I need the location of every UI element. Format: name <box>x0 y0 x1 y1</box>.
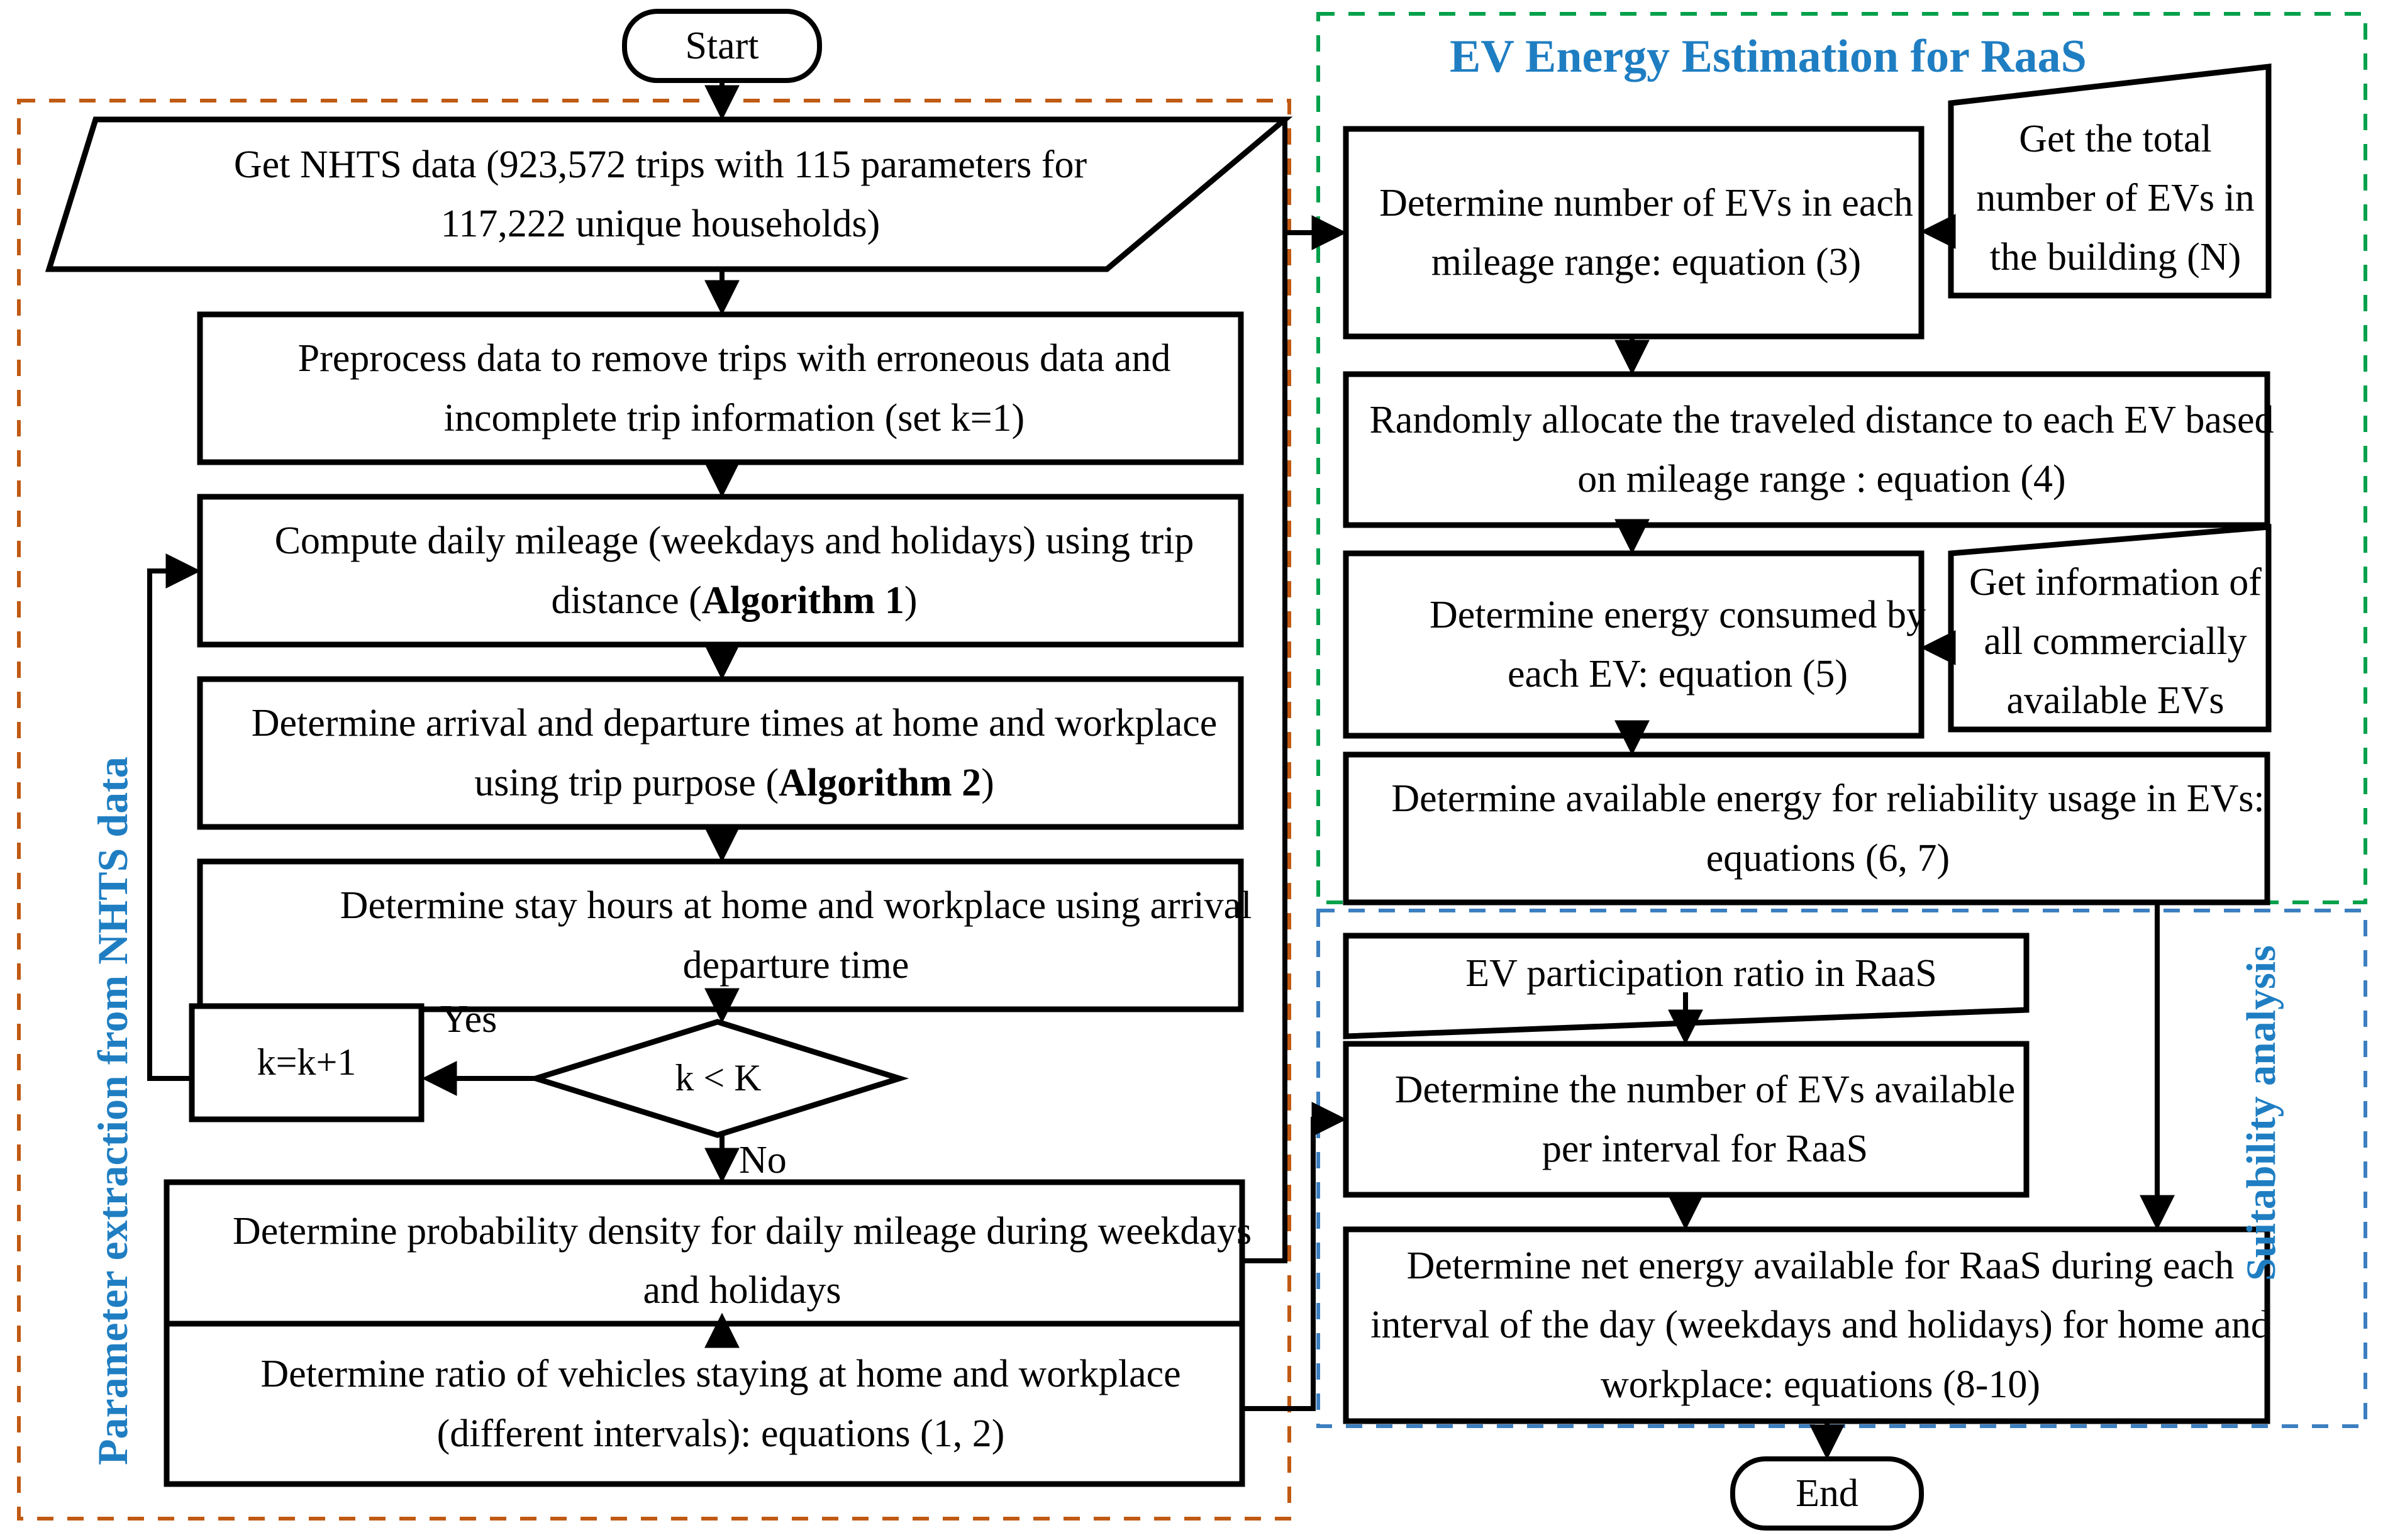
node-participation-ratio-shape <box>1343 933 2030 1039</box>
group-label-ev-energy-estimation: EV Energy Estimation for RaaS <box>1450 31 2087 82</box>
node-num-evs-mileage-shape <box>1343 126 1925 340</box>
edge-ratio-to-numevsinterval <box>1242 1102 1347 1411</box>
node-commercial-evs-shape <box>1948 524 2272 733</box>
node-net-energy-shape <box>1343 1226 2270 1424</box>
edge-getnhts-to-numevs <box>1282 119 1347 250</box>
group-label-suitability-analysis: Suitability analysis <box>2238 945 2284 1281</box>
edge-label-no: No <box>739 1139 787 1182</box>
node-compute-mileage-shape <box>197 494 1244 648</box>
node-get-nhts-shape <box>45 116 1293 272</box>
group-label-parameter-extraction: Parameter extraction from NHTS data <box>89 756 136 1465</box>
node-available-energy-shape <box>1343 751 2270 906</box>
node-allocate-distance-shape <box>1343 371 2270 528</box>
node-num-evs-interval-shape <box>1343 1041 2030 1198</box>
node-arrival-departure-shape <box>197 676 1244 830</box>
group-frame-parameter-extraction <box>17 99 1291 1521</box>
node-decision-k-shape <box>526 1019 909 1138</box>
edge-k-feedback-loop <box>147 553 201 1081</box>
node-k-increment-shape <box>189 1003 425 1122</box>
node-start-shape <box>622 9 822 83</box>
node-total-evs-building-shape <box>1948 63 2272 299</box>
node-ratio-vehicles-box <box>164 1321 1245 1487</box>
node-stay-hours-shape <box>197 858 1244 1012</box>
node-energy-consumed-shape <box>1343 550 1925 739</box>
edge-label-yes: Yes <box>440 998 497 1041</box>
node-prob-density-shape <box>164 1179 1245 1343</box>
edge-probdensity-to-numevs <box>1242 233 1287 1263</box>
node-end-shape <box>1730 1456 1924 1531</box>
node-preprocess-shape <box>197 311 1244 465</box>
